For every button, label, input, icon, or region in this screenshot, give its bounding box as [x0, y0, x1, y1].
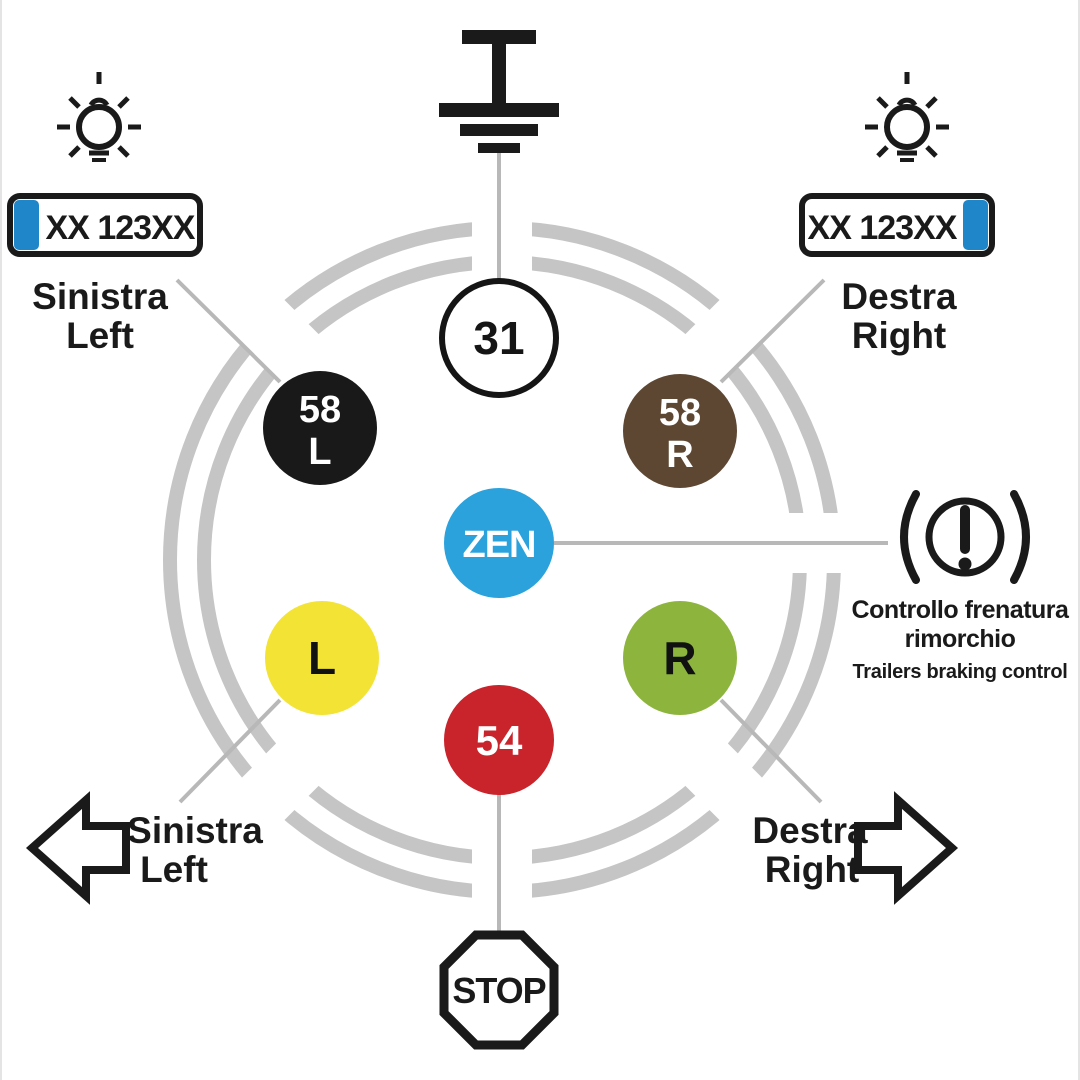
- pin-ZEN-label: ZEN: [463, 524, 536, 566]
- label-top-right-en: Right: [852, 315, 947, 356]
- label-bottom-right-en: Right: [765, 849, 860, 890]
- pin-58R-label-2: R: [666, 434, 693, 476]
- label-top-right-it: Destra: [841, 276, 957, 317]
- brake-label-it-1: Controllo frenatura: [852, 596, 1070, 624]
- lamp-icon-right: [865, 72, 949, 162]
- plate-blue-band-left: [14, 200, 39, 250]
- pin-ZEN: ZEN: [444, 488, 554, 598]
- pin-L: L: [265, 601, 379, 715]
- wire-left-indicator: [178, 698, 282, 804]
- label-top-left-en: Left: [66, 315, 134, 356]
- pin-R: R: [623, 601, 737, 715]
- pin-L-label: L: [308, 632, 336, 684]
- stop-sign-icon: STOP: [439, 930, 559, 1050]
- pin-54: 54: [444, 685, 554, 795]
- brake-label-en: Trailers braking control: [852, 661, 1067, 683]
- brake-label-it-2: rimorchio: [905, 625, 1016, 653]
- plate-blue-band-right: [963, 200, 988, 250]
- brake-warning-icon: [900, 490, 1030, 584]
- label-bottom-right-it: Destra: [752, 810, 868, 851]
- ground-icon: [439, 30, 559, 153]
- left-arrow-icon: [25, 791, 130, 905]
- label-bottom-left-it: Sinistra: [127, 810, 263, 851]
- label-bottom-left-en: Left: [140, 849, 208, 890]
- license-plate-right: XX 123XX: [799, 193, 995, 257]
- license-plate-left: XX 123XX: [7, 193, 203, 257]
- pin-58R: 58 R: [623, 374, 737, 488]
- pin-58R-label-1: 58: [659, 392, 701, 434]
- stop-sign-label: STOP: [452, 970, 545, 1011]
- pin-31-label: 31: [473, 312, 524, 364]
- label-top-left-it: Sinistra: [32, 276, 168, 317]
- lamp-icon-left: [57, 72, 141, 162]
- pin-R-label: R: [663, 632, 696, 684]
- pin-58L-label-1: 58: [299, 389, 341, 431]
- wire-right-indicator: [719, 698, 823, 804]
- pin-54-label: 54: [476, 717, 523, 764]
- right-arrow-icon: [854, 791, 959, 905]
- plate-text-right: XX 123XX: [808, 209, 958, 247]
- wire-left-plate: [175, 278, 282, 384]
- wires: [175, 153, 888, 932]
- plate-text-left: XX 123XX: [46, 209, 196, 247]
- pin-58L: 58 L: [263, 371, 377, 485]
- pin-31: 31: [439, 278, 559, 398]
- wire-right-plate: [719, 278, 826, 384]
- pin-58L-label-2: L: [308, 431, 331, 473]
